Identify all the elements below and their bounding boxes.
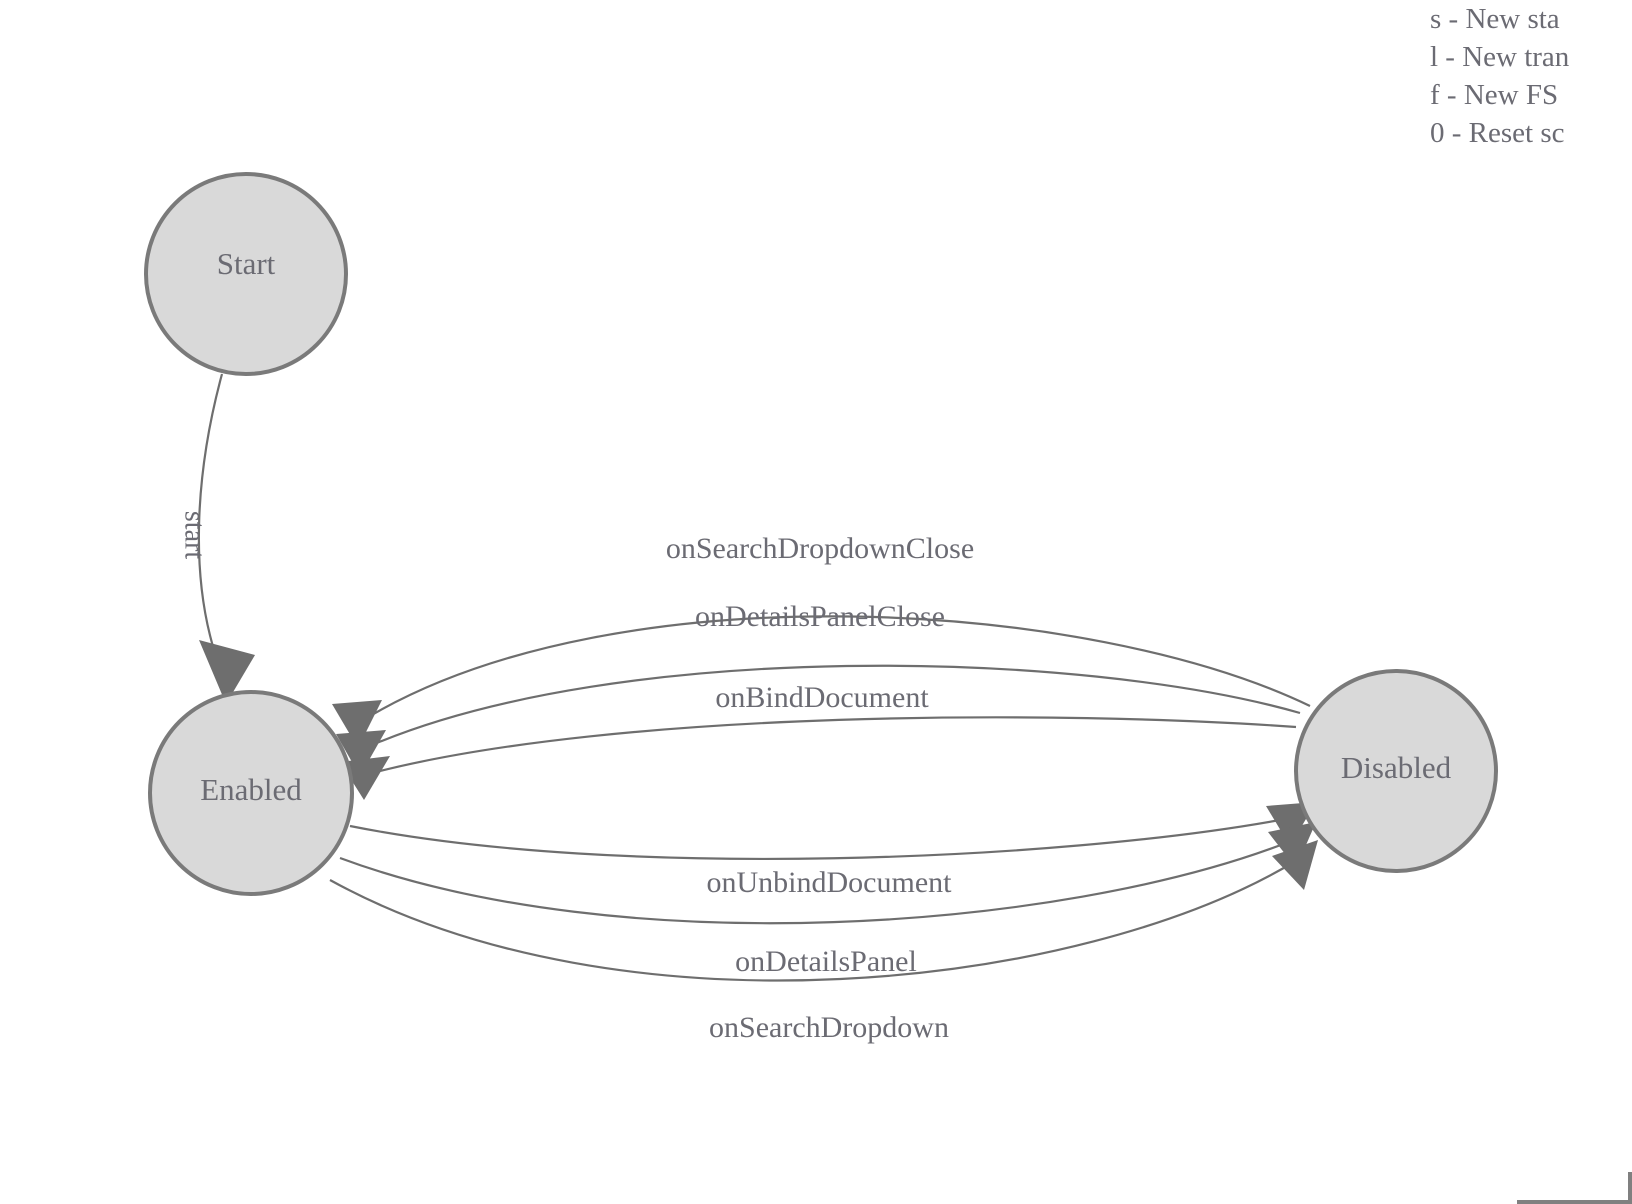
state-node-start-label: Start	[217, 246, 276, 281]
state-node-enabled-label: Enabled	[200, 772, 302, 807]
state-node-start[interactable]: Start	[144, 172, 348, 376]
transition-details-panel[interactable]: onDetailsPanel	[339, 822, 1316, 978]
transition-unbind-document-path	[349, 818, 1281, 860]
state-node-start-circle	[144, 172, 348, 376]
transition-details-panel-close-path	[371, 664, 1301, 747]
transition-details-panel-close[interactable]: onDetailsPanelClose	[336, 600, 1301, 776]
transition-unbind-document-label: onUnbindDocument	[707, 866, 953, 899]
transition-bind-document-label: onBindDocument	[715, 681, 929, 714]
legend-line-new-state: s - New sta	[1430, 3, 1560, 35]
transition-bind-document[interactable]: onBindDocument	[340, 681, 1297, 800]
transition-search-dropdown-close[interactable]: onSearchDropdownClose	[332, 532, 1311, 748]
viewport-frame-corner	[1517, 1172, 1632, 1204]
transition-details-panel-arrowhead	[1268, 822, 1316, 868]
transition-details-panel-close-arrowhead	[336, 730, 386, 776]
transition-search-dropdown-close-arrowhead	[332, 700, 382, 748]
transition-start-arrowhead	[199, 640, 255, 704]
transition-search-dropdown-close-label: onSearchDropdownClose	[666, 532, 974, 565]
transition-search-dropdown-arrowhead	[1272, 840, 1318, 890]
transition-details-panel-label: onDetailsPanel	[735, 945, 917, 978]
state-node-disabled-label: Disabled	[1341, 750, 1452, 785]
transition-bind-document-arrowhead	[340, 756, 390, 800]
state-node-disabled[interactable]: Disabled	[1294, 669, 1498, 873]
transition-unbind-document[interactable]: onUnbindDocument	[349, 802, 1316, 899]
transition-details-panel-close-label: onDetailsPanelClose	[695, 600, 945, 633]
transition-bind-document-path	[375, 716, 1297, 774]
transition-search-dropdown-label: onSearchDropdown	[709, 1011, 949, 1044]
state-node-enabled-circle	[148, 690, 354, 896]
transition-search-dropdown-path	[329, 861, 1295, 982]
legend-line-reset-scale: 0 - Reset sc	[1430, 117, 1565, 149]
transition-details-panel-path	[339, 841, 1287, 925]
state-node-disabled-circle	[1294, 669, 1498, 873]
state-node-enabled[interactable]: Enabled	[148, 690, 354, 896]
transition-start-path	[197, 373, 224, 651]
transition-search-dropdown-close-path	[369, 615, 1311, 717]
transition-start[interactable]: start	[179, 373, 255, 704]
legend-line-new-transition: l - New tran	[1430, 41, 1570, 73]
keyboard-shortcut-legend: s - New sta l - New tran f - New FS 0 - …	[1430, 0, 1632, 152]
transition-start-label: start	[179, 511, 210, 559]
transition-search-dropdown[interactable]: onSearchDropdown	[329, 840, 1318, 1044]
legend-line-new-fsm: f - New FS	[1430, 79, 1559, 111]
